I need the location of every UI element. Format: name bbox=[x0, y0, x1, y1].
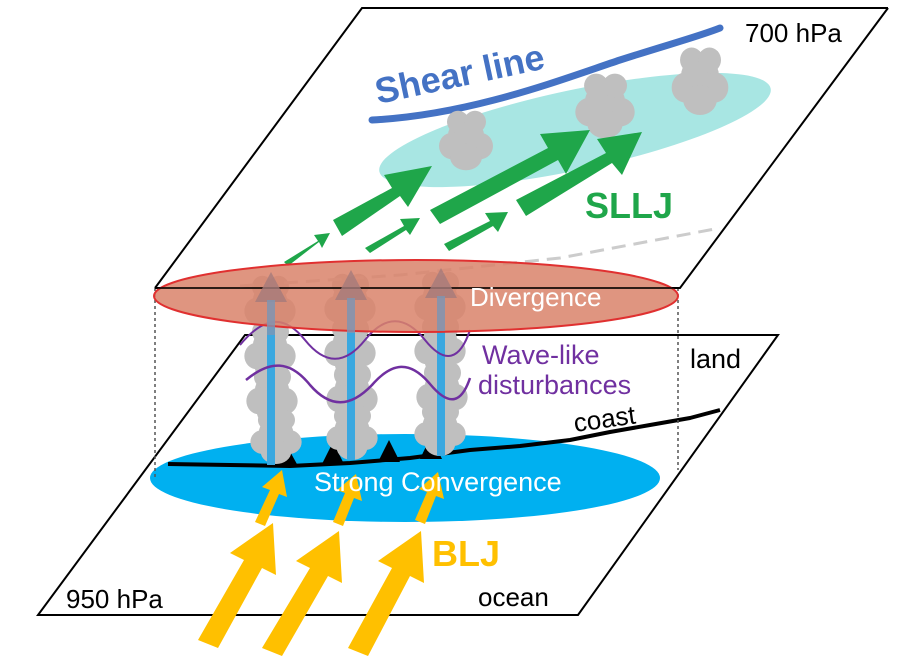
sllj-arrows bbox=[284, 130, 642, 266]
wave-label-line2: disturbances bbox=[478, 370, 631, 400]
ocean-label: ocean bbox=[478, 582, 549, 612]
shear-line-label: Shear line bbox=[371, 36, 548, 112]
blj-label: BLJ bbox=[432, 533, 500, 574]
divergence-label: Divergence bbox=[470, 282, 602, 312]
land-label: land bbox=[690, 344, 741, 374]
updraft-heads bbox=[255, 268, 457, 335]
front-triangle bbox=[378, 440, 400, 462]
front-triangle bbox=[322, 442, 344, 464]
shear-line bbox=[368, 24, 724, 124]
wave-label-line1: Wave-like bbox=[482, 340, 600, 370]
blj-arrows bbox=[198, 470, 444, 656]
level-upper-label: 700 hPa bbox=[745, 18, 842, 48]
sllj-label: SLLJ bbox=[585, 185, 673, 226]
divergence-ellipse bbox=[153, 259, 679, 333]
strong-convergence-label: Strong Convergence bbox=[314, 467, 562, 497]
updraft-arrows bbox=[267, 296, 445, 465]
upper-dashed-line bbox=[239, 226, 721, 288]
upper-plane-left-top bbox=[154, 7, 888, 289]
level-lower-label: 950 hPa bbox=[66, 584, 163, 614]
wave-lower bbox=[245, 364, 472, 404]
